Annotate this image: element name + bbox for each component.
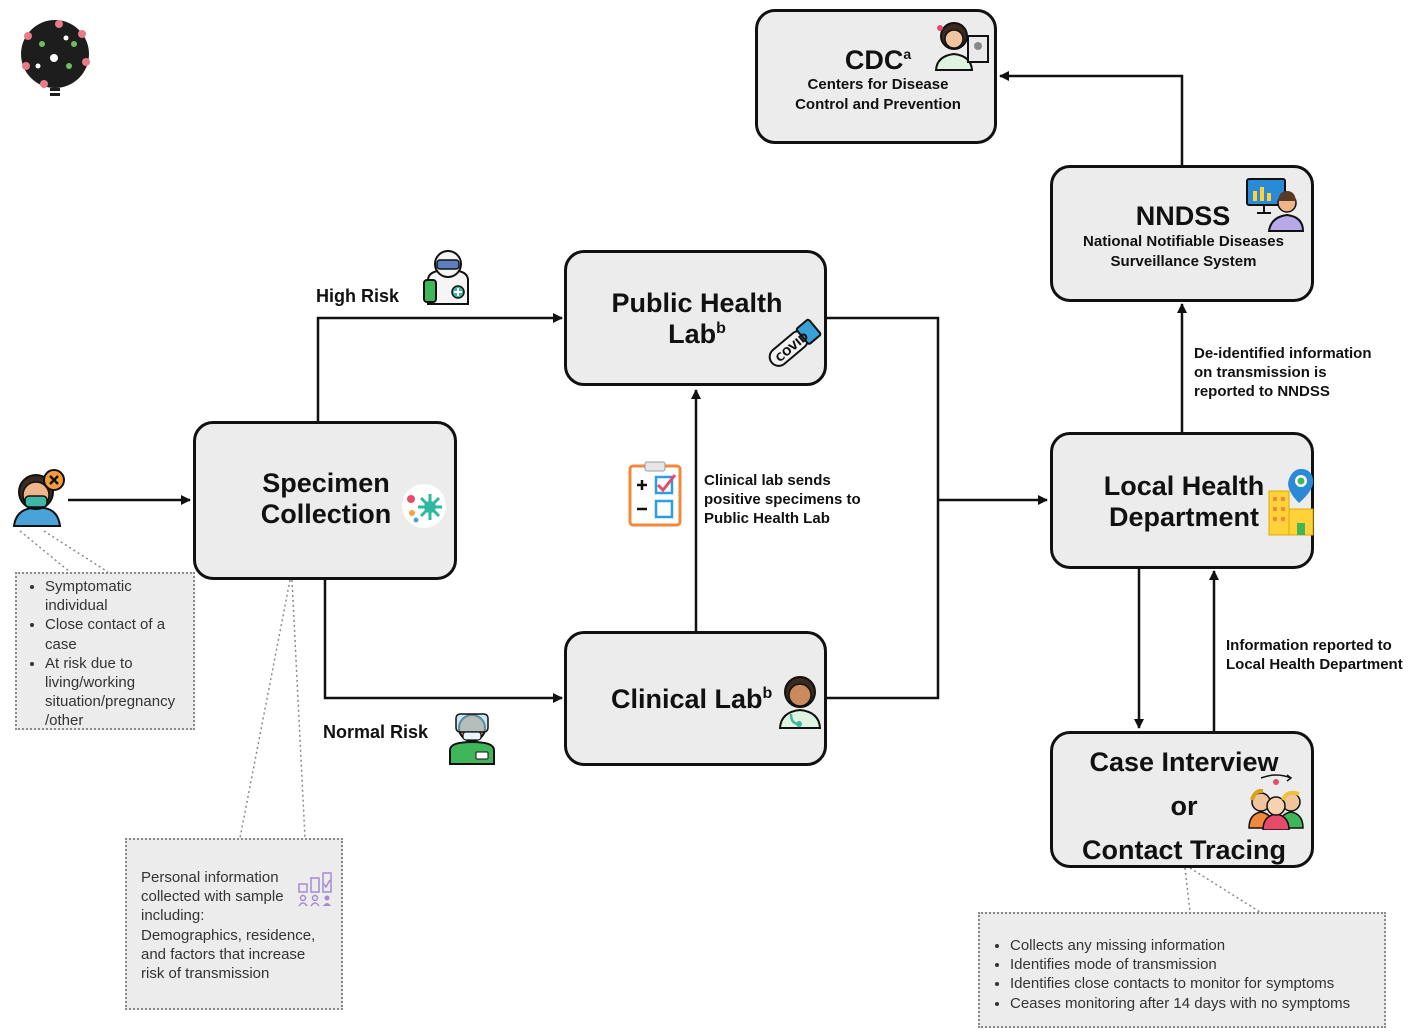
healthcare-worker-icon [446, 708, 498, 766]
list-item: Identifies close contacts to monitor for… [1010, 974, 1376, 993]
clinical-lab-title: Clinical Labb [611, 684, 773, 714]
local-health-department-title: Local Health Department [1103, 471, 1265, 533]
lab-worker-icon [777, 674, 823, 730]
checklist-clipboard-icon [627, 461, 683, 527]
analyst-icon [1245, 177, 1305, 233]
personal-info-note: Personal information collected with samp… [125, 838, 343, 1010]
nndss-box: NNDSS National Notifiable Diseases Surve… [1050, 165, 1314, 302]
case-interview-title: Case Interview or Contact Tracing [1081, 747, 1287, 865]
clinical-lab-box: Clinical Labb [564, 631, 827, 766]
cdc-title: CDCa [844, 45, 912, 75]
list-item: Collects any missing information [1010, 936, 1376, 955]
normal-risk-label: Normal Risk [323, 722, 429, 742]
list-item: Close contact of a case [45, 615, 185, 653]
arrow-nndss-to-cdc [999, 71, 1184, 165]
nndss-subtitle: National Notifiable Diseases Surveillanc… [1083, 233, 1284, 270]
line-public-to-junction [827, 316, 940, 700]
virus-logo-icon [14, 14, 96, 100]
hospital-location-icon [1267, 467, 1315, 537]
high-risk-label: High Risk [316, 286, 400, 306]
list-item: Symptomatic individual [45, 577, 185, 615]
specimen-swab-icon [400, 482, 448, 530]
public-health-lab-title: Public Health Labb [611, 288, 783, 350]
arrow-normal-risk [323, 580, 563, 703]
cdc-subtitle: Centers for Disease Control and Preventi… [795, 76, 961, 113]
list-item: At risk due to living/working situation/… [45, 654, 185, 731]
demographics-icon [297, 872, 335, 908]
callout-pointer-individual [19, 530, 71, 573]
public-health-lab-box: Public Health Labb COVID [564, 250, 827, 386]
hazmat-worker-icon [420, 248, 476, 306]
doctor-icon [934, 20, 990, 72]
case-interview-note: Collects any missing information Identif… [978, 912, 1386, 1028]
callout-pointer-personal-info [239, 579, 291, 839]
info-reported-label: Information reported to Local Health Dep… [1226, 637, 1403, 673]
local-health-department-box: Local Health Department [1050, 432, 1314, 569]
nndss-title: NNDSS [1135, 201, 1231, 231]
arrow-high-risk [316, 313, 563, 421]
callout-pointer-case-interview [1184, 867, 1191, 913]
covid-test-tube-icon: COVID [763, 315, 825, 373]
family-group-icon [1247, 772, 1305, 831]
cdc-box: CDCa Centers for Disease Control and Pre… [755, 9, 997, 144]
clinical-sends-label: Clinical lab sends positive specimens to… [704, 472, 861, 527]
list-item: Identifies mode of transmission [1010, 955, 1376, 974]
list-item: Ceases monitoring after 14 days with no … [1010, 994, 1376, 1013]
deidentified-label: De-identified information on transmissio… [1194, 345, 1372, 400]
masked-person-icon [8, 466, 68, 530]
case-interview-box: Case Interview or Contact Tracing [1050, 731, 1314, 868]
individual-criteria-note: Symptomatic individual Close contact of … [15, 572, 195, 730]
